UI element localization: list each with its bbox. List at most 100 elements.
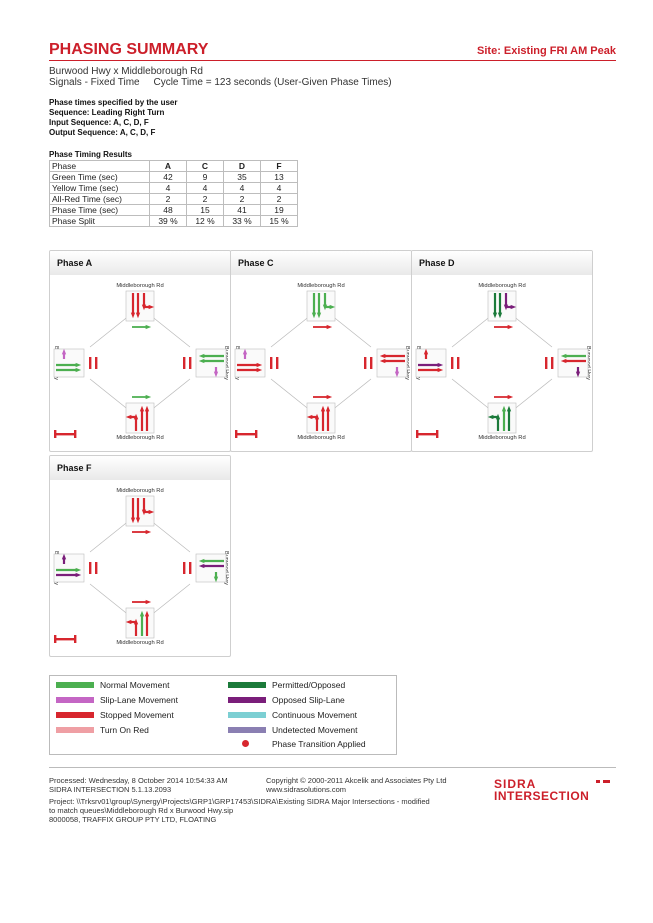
table-header-row: Phase A C D F	[49, 160, 298, 172]
table-cell: 41	[223, 204, 261, 216]
stop-bar	[74, 635, 77, 643]
approach-north	[130, 293, 155, 330]
approach-box	[234, 348, 266, 378]
stop-bar	[276, 357, 279, 369]
table-cell: 4	[223, 182, 261, 194]
movement-legend: Normal Movement Permitted/Opposed Slip-L…	[49, 675, 397, 755]
phase-title: Phase D	[412, 251, 592, 275]
stop-bar	[54, 433, 76, 436]
arrow-head	[213, 371, 219, 378]
stop-bar	[364, 357, 367, 369]
legend-swatch	[228, 712, 266, 718]
legend-label: Phase Transition Applied	[272, 739, 366, 749]
phase-title: Phase A	[50, 251, 230, 275]
table-row: Green Time (sec) 42 9 35 13	[49, 171, 298, 183]
road-label-top: Middleborough Rd	[116, 283, 163, 289]
table-cell: 4	[149, 182, 187, 194]
arrow-head	[497, 312, 503, 319]
licence-info: 8000058, TRAFFIX GROUP PTY LTD, FLOATING	[49, 815, 217, 824]
phase-title: Phase C	[231, 251, 411, 275]
arrow-head	[125, 619, 132, 625]
arrow-head	[510, 304, 517, 310]
arrow-head	[306, 414, 313, 420]
legend-swatch	[56, 727, 94, 733]
arrow-head	[75, 567, 82, 573]
sidra-logo: SIDRA	[494, 777, 537, 791]
table-cell: 4	[186, 182, 224, 194]
arrow-head	[320, 405, 326, 412]
legend-label: Normal Movement	[100, 680, 170, 690]
stop-bar	[370, 357, 373, 369]
arrow-head	[507, 394, 514, 400]
stop-bar	[89, 357, 92, 369]
stop-bar	[95, 357, 98, 369]
row-label: Yellow Time (sec)	[49, 182, 150, 194]
software-version: SIDRA INTERSECTION 5.1.13.2093	[49, 785, 172, 794]
legend-label: Undetected Movement	[272, 725, 358, 735]
road-label-bottom: Middleborough Rd	[116, 435, 163, 441]
table-cell: 4	[260, 182, 298, 194]
arrow-head	[423, 348, 429, 355]
sidra-logo-sub: INTERSECTION	[494, 789, 590, 803]
copyright: Copyright © 2000-2011 Akcelik and Associ…	[266, 776, 447, 785]
arrow-head	[145, 529, 152, 535]
arrow-head	[135, 517, 141, 524]
arrow-head	[311, 312, 317, 319]
road-label-top: Middleborough Rd	[297, 283, 344, 289]
row-label: Phase Split	[49, 215, 150, 227]
approach-east	[183, 558, 224, 583]
processed-date: Processed: Wednesday, 8 October 2014 10:…	[49, 776, 228, 785]
legend-label: Permitted/Opposed	[272, 680, 346, 690]
arrow-head	[75, 367, 82, 373]
arrow-head	[130, 517, 136, 524]
legend-label: Opposed Slip-Lane	[272, 695, 345, 705]
approach-west	[56, 553, 98, 578]
approach-box	[557, 348, 589, 378]
table-cell: 2	[186, 193, 224, 205]
row-label: Phase Time (sec)	[49, 204, 150, 216]
arrow-head	[560, 358, 567, 364]
column-header: D	[223, 160, 261, 172]
table-cell: 15 %	[260, 215, 298, 227]
arrow-head	[145, 324, 152, 330]
sequence-line: Sequence: Leading Right Turn	[49, 108, 165, 117]
stop-bar	[457, 357, 460, 369]
arrow-head	[144, 610, 150, 617]
table-cell: 15	[186, 204, 224, 216]
stop-bar	[545, 357, 548, 369]
arrow-head	[560, 353, 567, 359]
stop-bar	[189, 357, 192, 369]
stop-bar	[189, 562, 192, 574]
website-link[interactable]: www.sidrasolutions.com	[266, 785, 347, 794]
arrow-head	[506, 405, 512, 412]
stop-bar	[235, 433, 257, 436]
road-label-bottom: Middleborough Rd	[478, 435, 525, 441]
arrow-head	[198, 558, 205, 564]
arrow-head	[256, 362, 263, 368]
table-cell: 48	[149, 204, 187, 216]
timing-heading: Phase Timing Results	[49, 150, 132, 159]
approach-south	[487, 394, 514, 431]
arrow-head	[316, 312, 322, 319]
arrow-head	[329, 304, 336, 310]
legend-swatch	[228, 682, 266, 688]
stop-bar	[95, 562, 98, 574]
arrow-head	[325, 405, 331, 412]
column-header: Phase	[49, 160, 150, 172]
intersection-name: Burwood Hwy x Middleborough Rd	[49, 66, 203, 77]
table-row: Phase Split 39 % 12 % 33 % 15 %	[49, 215, 298, 227]
road-label-top: Middleborough Rd	[116, 488, 163, 494]
stop-bar	[183, 562, 186, 574]
arrow-head	[242, 348, 248, 355]
arrow-head	[437, 367, 444, 373]
arrow-head	[139, 405, 145, 412]
input-sequence: Input Sequence: A, C, D, F	[49, 118, 149, 127]
arrow-head	[437, 362, 444, 368]
transition-dot-icon	[242, 740, 249, 747]
arrow-head	[148, 509, 155, 515]
legend-label: Stopped Movement	[100, 710, 174, 720]
stop-bar	[270, 357, 273, 369]
